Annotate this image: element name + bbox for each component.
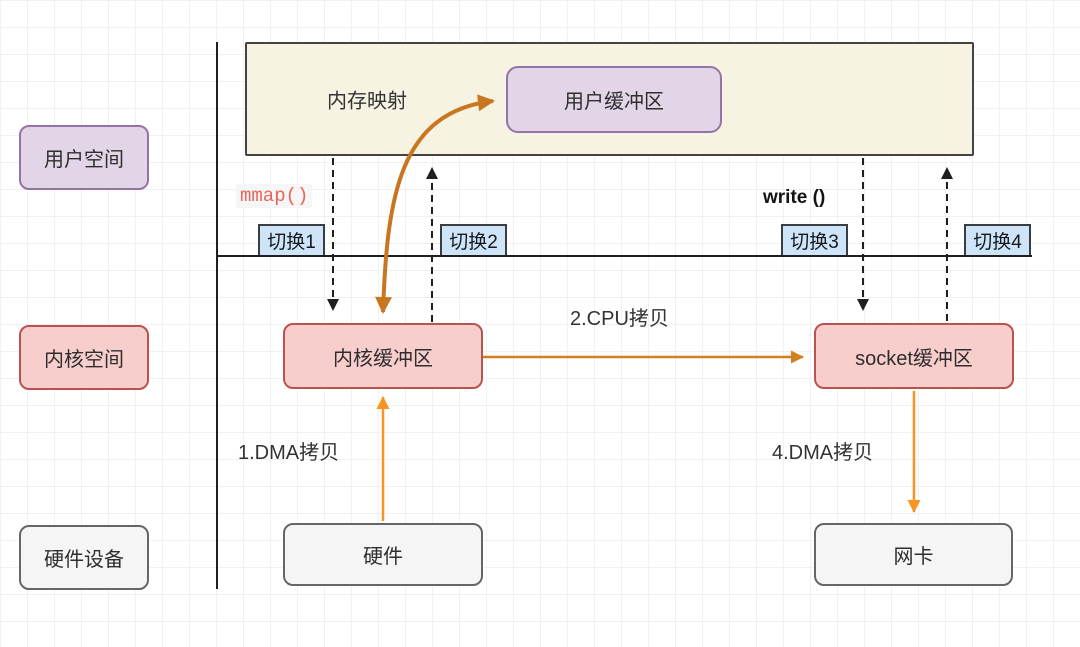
lane-label-user-space: 用户空间	[19, 125, 149, 190]
switch-1-chip: 切换1	[258, 224, 325, 257]
switch-4-label: 切换4	[973, 232, 1022, 253]
mmap-syscall-label: mmap()	[236, 184, 313, 208]
switch-3-label: 切换3	[790, 232, 839, 253]
socket-buffer-label: socket缓冲区	[855, 347, 973, 370]
kernel-space-text: 内核空间	[44, 349, 124, 371]
dma-copy-1-label: 1.DMA拷贝	[238, 442, 340, 464]
hardware-device-text: 硬件设备	[44, 549, 124, 571]
memory-map-label: 内存映射	[327, 90, 407, 113]
node-nic: 网卡	[814, 523, 1013, 586]
node-kernel-buffer: 内核缓冲区	[283, 323, 483, 389]
write-syscall-label: write ()	[763, 187, 826, 208]
lane-label-hardware-device: 硬件设备	[19, 525, 149, 590]
user-buffer-label: 用户缓冲区	[564, 91, 664, 113]
node-hardware: 硬件	[283, 523, 483, 586]
dma-copy-4-label: 4.DMA拷贝	[772, 442, 874, 464]
cpu-copy-2-label: 2.CPU拷贝	[570, 308, 669, 330]
switch-4-chip: 切换4	[964, 224, 1031, 257]
switch-2-chip: 切换2	[440, 224, 507, 257]
switch-2-label: 切换2	[449, 232, 498, 253]
user-space-text: 用户空间	[44, 149, 124, 171]
lane-label-kernel-space: 内核空间	[19, 325, 149, 390]
kernel-buffer-label: 内核缓冲区	[333, 347, 433, 370]
node-socket-buffer: socket缓冲区	[814, 323, 1014, 389]
node-user-buffer: 用户缓冲区	[506, 66, 722, 133]
nic-label: 网卡	[893, 546, 934, 568]
switch-1-label: 切换1	[267, 232, 316, 253]
hardware-label: 硬件	[363, 546, 403, 568]
switch-3-chip: 切换3	[781, 224, 848, 257]
